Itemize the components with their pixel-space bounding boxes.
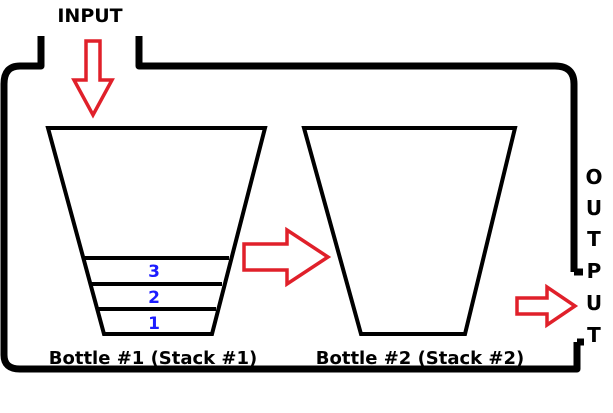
bottle-1: 3 2 1: [45, 126, 268, 336]
bottle-1-label: Bottle #1 (Stack #1): [49, 348, 258, 369]
output-letter: T: [587, 227, 601, 251]
container-left-wall: [0, 36, 581, 373]
stack-item-3: 3: [148, 262, 160, 282]
output-letter: O: [585, 165, 602, 189]
output-letter: T: [587, 323, 601, 347]
output-letter: P: [587, 259, 602, 283]
stack-item-1: 1: [148, 314, 160, 334]
container-outline: [0, 36, 584, 373]
input-arrow: [71, 39, 115, 119]
input-label: INPUT: [57, 5, 122, 27]
container-right-wall: [135, 36, 578, 272]
output-arrow: [515, 283, 579, 329]
bottle-2-outline: [301, 126, 518, 336]
output-letter: U: [586, 291, 602, 315]
transfer-arrow: [242, 226, 332, 288]
output-letter: U: [586, 196, 602, 220]
bottle-2-label: Bottle #2 (Stack #2): [316, 348, 525, 369]
output-label: O U T P U T: [585, 165, 602, 347]
stack-item-2: 2: [148, 288, 160, 308]
